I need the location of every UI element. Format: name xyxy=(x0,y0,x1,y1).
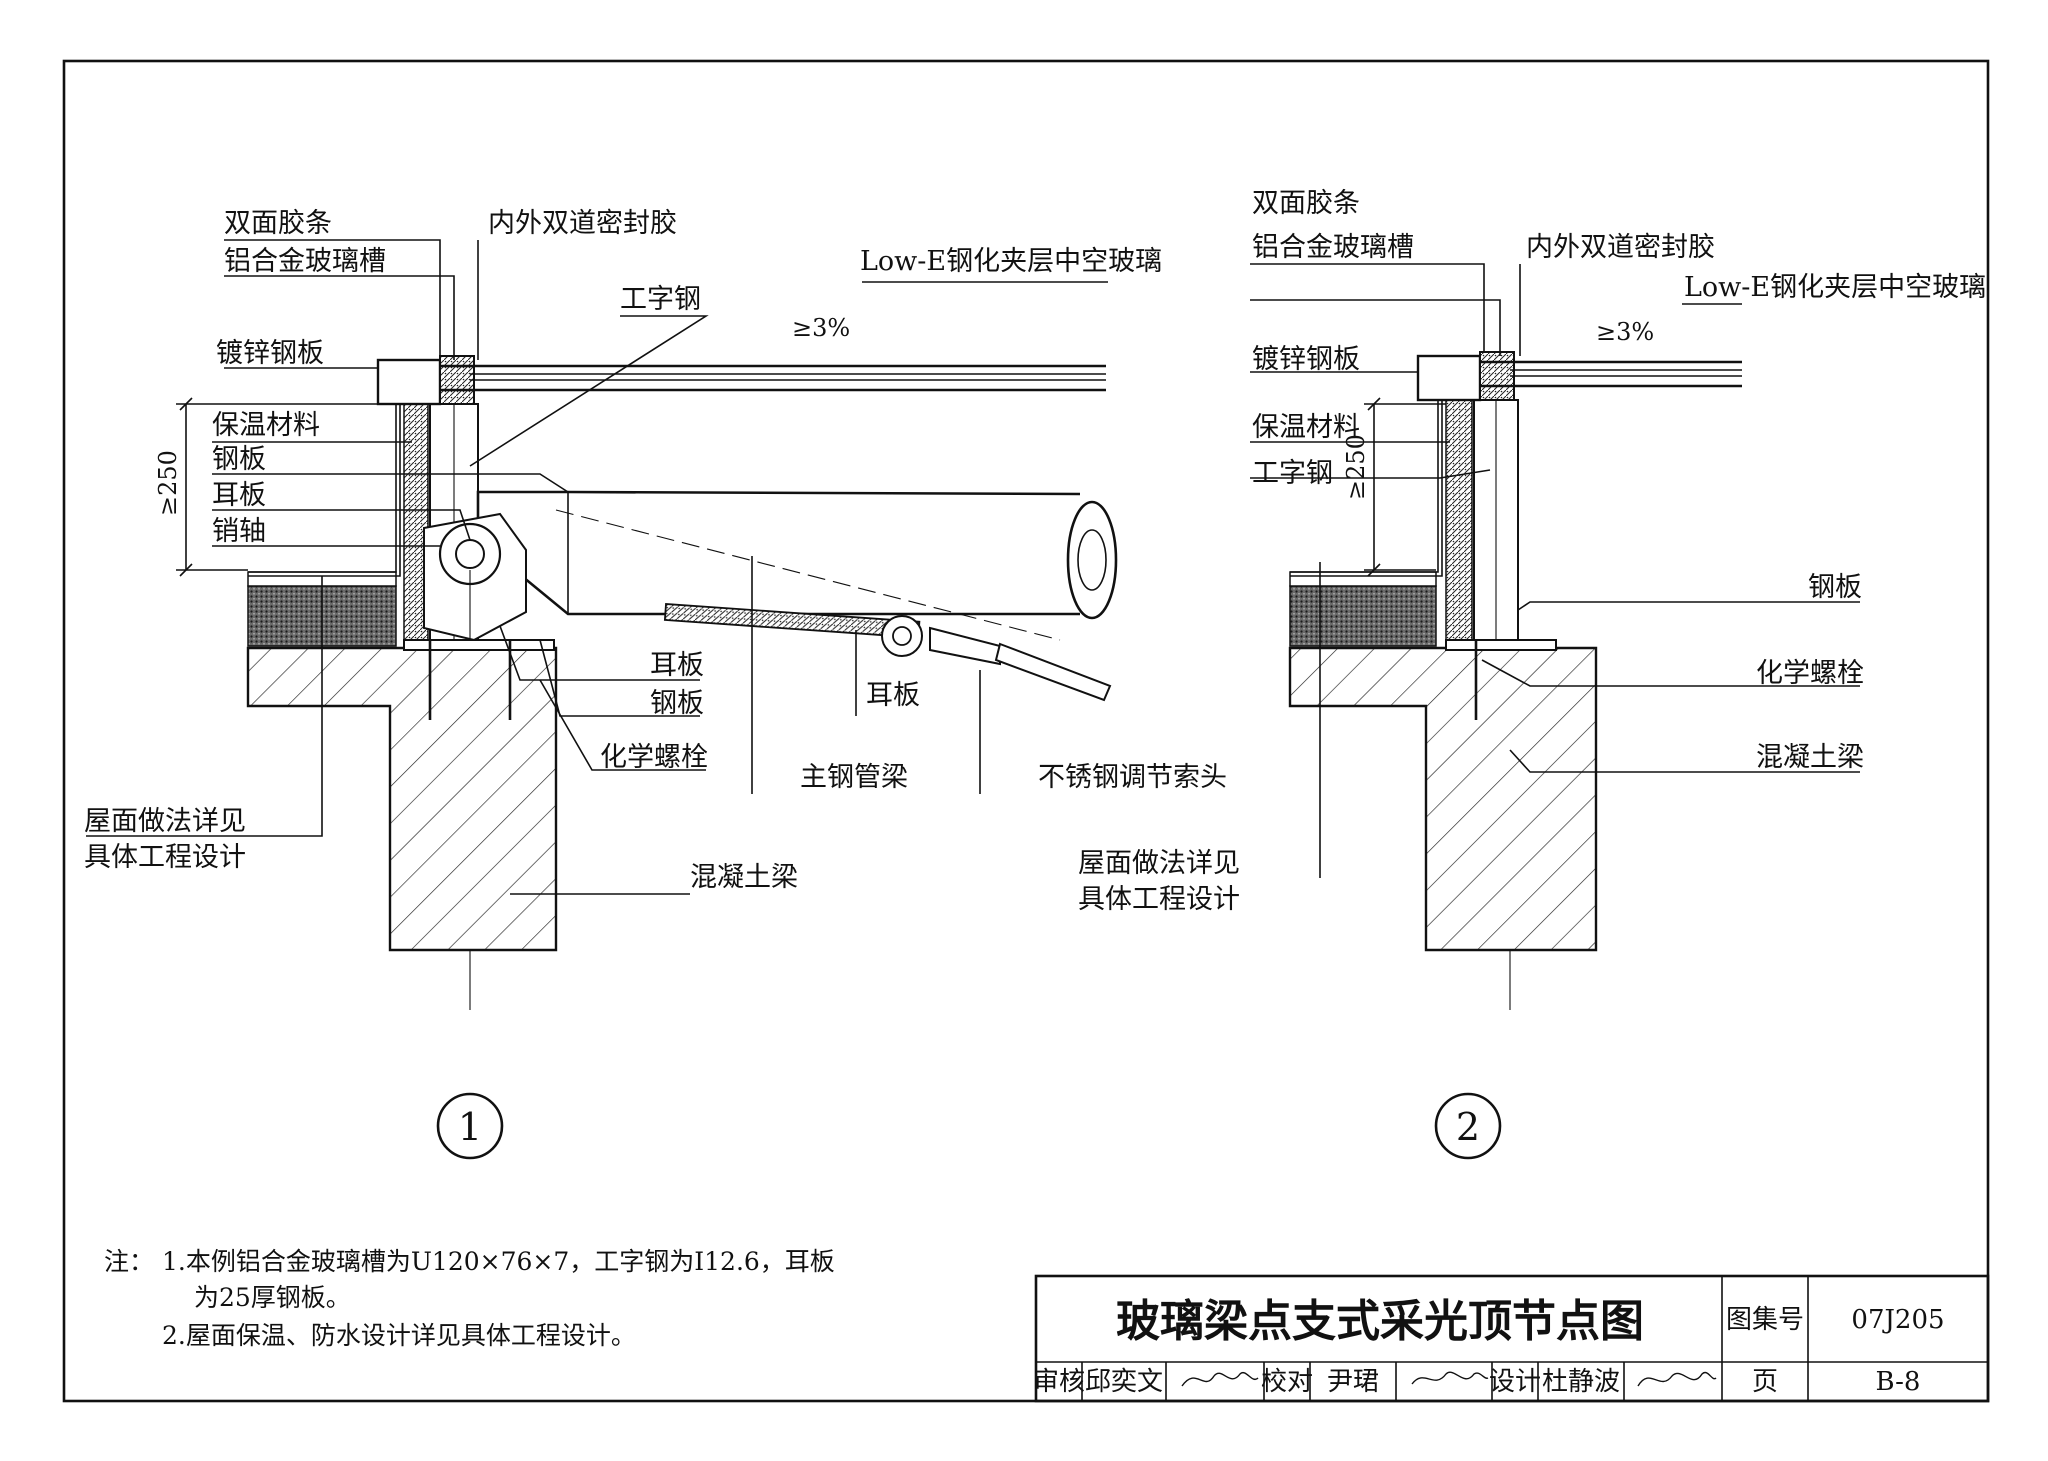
glass-channel-2 xyxy=(1416,354,1482,402)
label-lug-plate-1: 耳板 xyxy=(212,480,266,511)
label-roof-detail-1b: 具体工程设计 xyxy=(84,842,246,873)
designer-signature xyxy=(1637,1371,1717,1387)
detail-1: 双面胶条 铝合金玻璃槽 内外双道密封胶 Low-E钢化夹层中空玻璃 工字钢 ≥3… xyxy=(84,208,1227,1160)
concrete-beam-1 xyxy=(246,646,558,952)
label-steel-plate-1: 钢板 xyxy=(212,444,266,475)
design-label: 设计 xyxy=(1489,1367,1541,1397)
label-lug-plate-1c: 耳板 xyxy=(866,680,920,711)
label-dim-250-2: ≥250 xyxy=(1342,434,1370,500)
wall-insulation-2 xyxy=(1445,399,1473,649)
lug-plate-1 xyxy=(423,512,527,642)
checker-name: 尹珺 xyxy=(1327,1367,1379,1397)
glass-channel-1 xyxy=(376,358,442,406)
label-roof-detail-1a: 屋面做法详见 xyxy=(84,806,246,837)
detail-number-1: 1 xyxy=(458,1105,482,1149)
dim-250-2 xyxy=(1364,397,1446,577)
leaders-2 xyxy=(1250,263,1860,878)
concrete-beam-2 xyxy=(1288,646,1598,952)
label-roof-detail-2b: 具体工程设计 xyxy=(1078,884,1240,915)
detail-2: 双面胶条 铝合金玻璃槽 内外双道密封胶 Low-E钢化夹层中空玻璃 ≥3% 镀锌… xyxy=(1078,188,1986,1160)
label-concrete-beam-1: 混凝土梁 xyxy=(690,862,798,893)
label-alu-channel-1: 铝合金玻璃槽 xyxy=(224,246,386,277)
notes-line-3: 2.屋面保温、防水设计详见具体工程设计。 xyxy=(162,1321,636,1350)
label-alu-channel-2: 铝合金玻璃槽 xyxy=(1252,232,1414,263)
dim-250-1 xyxy=(176,397,404,577)
atlas-number: 07J205 xyxy=(1851,1305,1944,1335)
drawing-title: 玻璃梁点支式采光顶节点图 xyxy=(1116,1296,1644,1347)
atlas-label: 图集号 xyxy=(1726,1305,1804,1335)
label-chem-bolt-2: 化学螺栓 xyxy=(1756,658,1864,689)
checker-signature xyxy=(1411,1371,1489,1385)
reviewer-name: 邱奕文 xyxy=(1085,1367,1163,1397)
label-galv-plate-2: 镀锌钢板 xyxy=(1252,344,1360,375)
label-insulation-2: 保温材料 xyxy=(1252,412,1360,443)
label-steel-plate-2: 钢板 xyxy=(1808,572,1862,603)
label-slope-1: ≥3% xyxy=(792,314,850,342)
page-number: B-8 xyxy=(1876,1367,1921,1397)
label-concrete-beam-2: 混凝土梁 xyxy=(1756,742,1864,773)
leaders-1 xyxy=(86,239,1108,895)
label-pin-shaft-1: 销轴 xyxy=(212,516,266,547)
label-sealant-1: 内外双道密封胶 xyxy=(488,208,677,239)
main-pipe-beam-1 xyxy=(476,490,1118,641)
reviewer-signature xyxy=(1181,1371,1259,1387)
glass-panel-1 xyxy=(440,364,1106,392)
notes-line-1: 1.本例铝合金玻璃槽为U120×76×7，工字钢为I12.6，耳板 xyxy=(162,1247,835,1276)
label-lug-plate-1b: 耳板 xyxy=(650,650,704,681)
label-cable-head-1: 不锈钢调节索头 xyxy=(1038,762,1227,793)
review-label: 审核 xyxy=(1033,1367,1085,1397)
label-chem-bolt-1: 化学螺栓 xyxy=(600,742,708,773)
check-label: 校对 xyxy=(1261,1367,1313,1397)
label-galv-plate-1: 镀锌钢板 xyxy=(216,338,324,369)
label-steel-plate-1b: 钢板 xyxy=(650,688,704,719)
label-main-pipe-1: 主钢管梁 xyxy=(800,762,908,793)
label-i-beam-2: 工字钢 xyxy=(1252,458,1333,489)
detail-number-circle-2 xyxy=(1434,1092,1502,1160)
notes-line-2: 为25厚钢板。 xyxy=(194,1283,351,1312)
detail-number-circle-1 xyxy=(436,1092,504,1160)
designer-name: 杜静波 xyxy=(1542,1367,1620,1397)
tension-rod-1 xyxy=(663,603,1112,702)
label-lowe-glass-2: Low-E钢化夹层中空玻璃 xyxy=(1684,272,1986,303)
sheet-border xyxy=(62,59,1990,1403)
page-label: 页 xyxy=(1752,1367,1778,1397)
label-i-beam-1: 工字钢 xyxy=(620,284,701,315)
label-lowe-glass-1: Low-E钢化夹层中空玻璃 xyxy=(860,246,1162,277)
label-double-tape-1: 双面胶条 xyxy=(224,208,332,239)
label-dim-250-1: ≥250 xyxy=(154,450,182,516)
notes: 注： 1.本例铝合金玻璃槽为U120×76×7，工字钢为I12.6，耳板 为25… xyxy=(104,1247,835,1350)
label-slope-2: ≥3% xyxy=(1596,318,1654,346)
notes-prefix: 注： xyxy=(104,1247,154,1276)
label-sealant-2: 内外双道密封胶 xyxy=(1526,232,1715,263)
detail-number-2: 2 xyxy=(1456,1105,1480,1149)
label-double-tape-2: 双面胶条 xyxy=(1252,188,1360,219)
label-insulation-1: 保温材料 xyxy=(212,410,320,441)
label-roof-detail-2a: 屋面做法详见 xyxy=(1078,848,1240,879)
glass-panel-2 xyxy=(1480,360,1742,388)
roof-insulation-2 xyxy=(1289,585,1437,647)
title-block: 玻璃梁点支式采光顶节点图 图集号 07J205 审核 邱奕文 校对 尹珺 设计 … xyxy=(1033,1274,1990,1403)
